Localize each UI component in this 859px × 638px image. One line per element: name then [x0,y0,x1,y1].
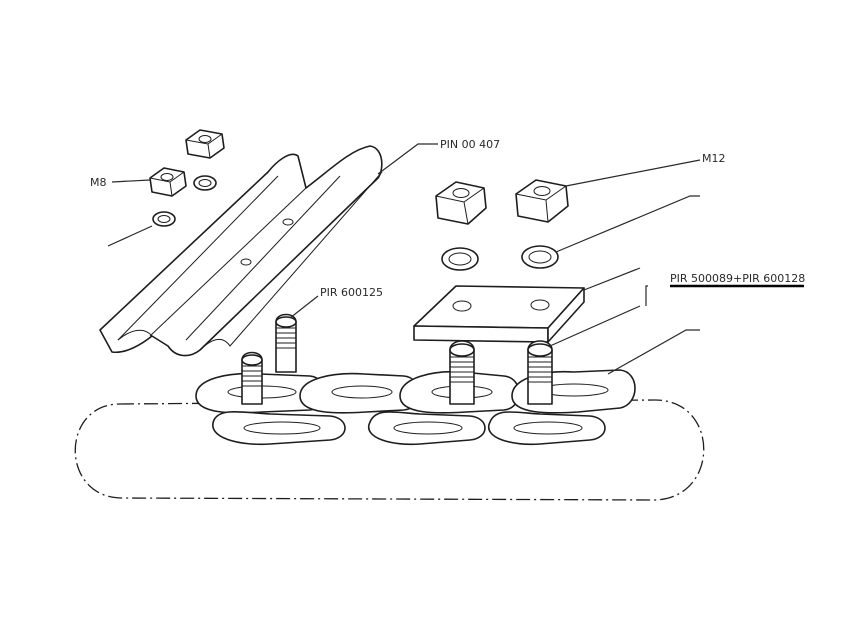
u-channel-profile [99,145,383,357]
m8-washer-right [193,175,217,191]
clamp-plate [413,285,585,343]
stud-left-rear [275,313,297,373]
label-pir-500089-600128: PIR 500089+PIR 600128 [670,272,805,285]
stud-right [527,340,553,405]
m8-nut-lower [149,167,187,197]
m8-washer-left [152,211,176,227]
label-pin-00407: PIN 00 407 [440,138,500,151]
m12-nut-right [515,179,569,223]
m8-nut-upper [185,129,225,159]
m12-washer-right [521,245,559,269]
m12-nut-left [435,181,487,225]
stud-center [449,340,475,405]
leader-lines [107,143,804,375]
chain-loop-outline [74,399,705,501]
chain-links [195,369,636,446]
label-m8: M8 [90,176,107,189]
label-m12: M12 [702,152,726,165]
label-pir-600125: PIR 600125 [320,286,383,299]
m12-washer-left [441,247,479,271]
stud-left-front [241,351,263,405]
